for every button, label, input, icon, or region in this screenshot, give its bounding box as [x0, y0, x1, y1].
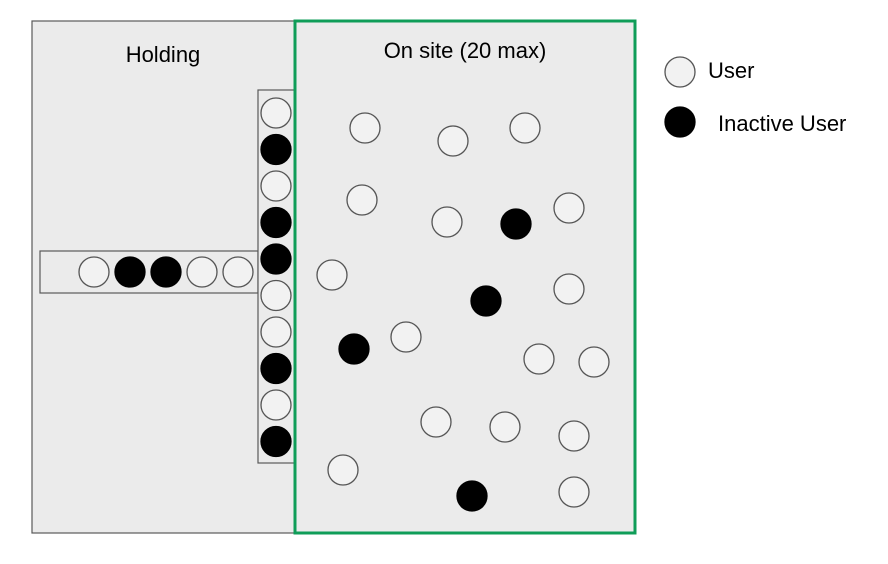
queue-inactive-user: [260, 352, 292, 385]
on-site-user: [523, 343, 555, 375]
queue-inactive-user: [260, 243, 292, 275]
on-site-inactive-user: [500, 208, 532, 240]
queue-user: [222, 256, 254, 288]
on-site-user: [558, 476, 590, 508]
queue-inactive-user: [260, 133, 292, 166]
on-site-user: [390, 321, 422, 353]
on-site-user: [553, 273, 585, 305]
vertical-queue: [260, 97, 292, 458]
on-site-inactive-user: [470, 285, 502, 317]
queue-inactive-user: [150, 256, 182, 288]
on-site-user: [346, 184, 378, 216]
queue-user: [260, 389, 292, 421]
on-site-user: [578, 346, 610, 378]
legend-inactive-user-icon: [664, 106, 696, 138]
on-site-inactive-user: [456, 480, 488, 512]
on-site-user: [489, 411, 521, 443]
on-site-user: [558, 420, 590, 452]
queue-user: [260, 97, 292, 129]
horizontal-queue-lane: [39, 250, 259, 294]
horizontal-queue: [78, 256, 254, 288]
on-site-users: [316, 112, 610, 512]
on-site-user: [327, 454, 359, 486]
holding-title: Holding: [126, 42, 201, 67]
on-site-user: [509, 112, 541, 144]
on-site-user: [349, 112, 381, 144]
queue-user: [260, 316, 292, 348]
queue-user: [260, 279, 292, 312]
on-site-user: [431, 206, 463, 238]
on-site-title: On site (20 max): [384, 38, 547, 63]
queue-inactive-user: [114, 256, 146, 288]
legend-inactive-user-label: Inactive User: [718, 111, 846, 136]
on-site-user: [437, 125, 469, 157]
queue-user: [260, 170, 292, 202]
on-site-user: [316, 259, 348, 291]
queue-inactive-user: [260, 425, 292, 458]
on-site-user: [553, 192, 585, 224]
legend-user-icon: [664, 56, 696, 88]
queue-inactive-user: [260, 206, 292, 239]
on-site-inactive-user: [338, 333, 370, 365]
on-site-user: [420, 406, 452, 438]
legend-user-label: User: [708, 58, 754, 83]
legend: User Inactive User: [664, 56, 846, 138]
queue-user: [186, 256, 218, 288]
queue-user: [78, 256, 110, 288]
